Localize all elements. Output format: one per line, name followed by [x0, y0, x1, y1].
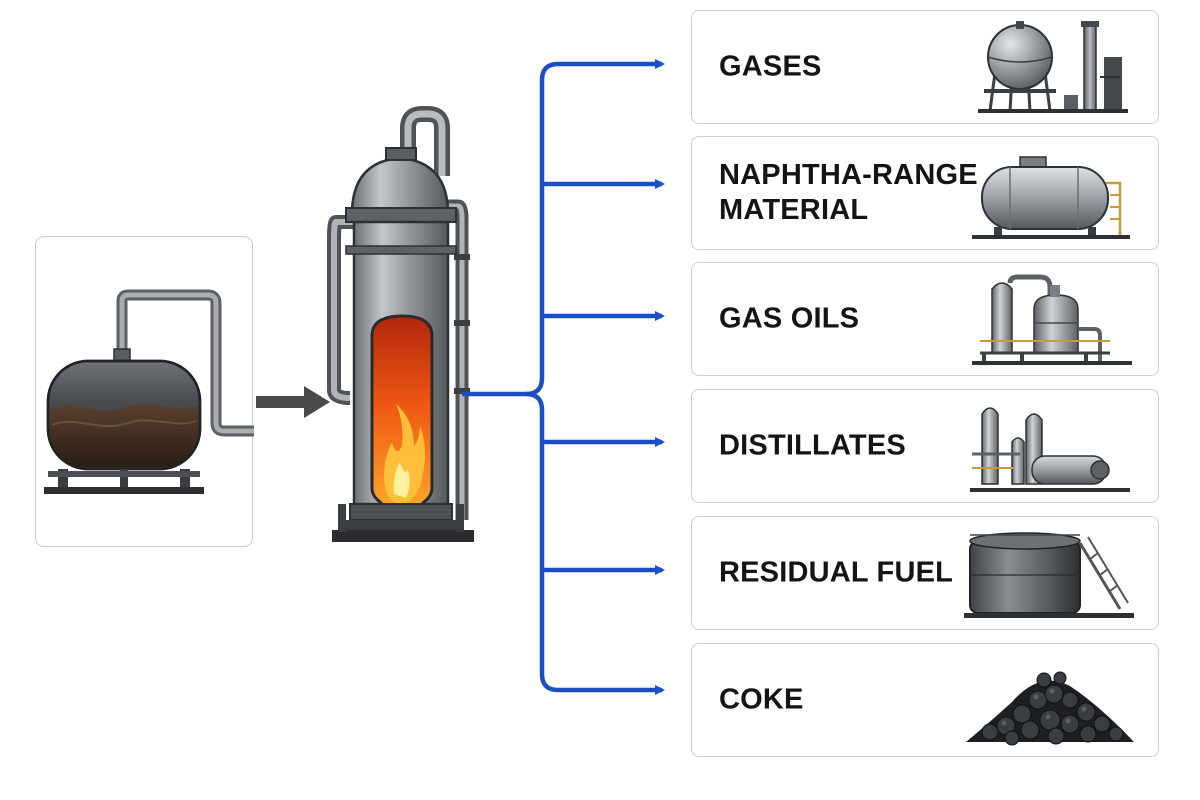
product-box-gas-oils: GAS OILS: [691, 262, 1159, 376]
crude-oil-tank-icon: [44, 289, 254, 494]
feed-tank-box: [35, 236, 254, 547]
product-box-coke: COKE: [691, 643, 1159, 757]
product-box-residual-fuel: RESIDUAL FUEL: [691, 516, 1159, 630]
twin-column-unit-icon: [972, 274, 1132, 365]
product-label-gas-oils: GAS OILS: [719, 302, 860, 335]
feed-arrow: [256, 386, 330, 418]
coker-drum-icon: [327, 106, 474, 542]
product-distribution-arrows: [462, 59, 665, 695]
storage-tank-icon: [964, 532, 1134, 618]
product-box-naphtha-range-material: NAPHTHA-RANGE MATERIAL: [691, 136, 1159, 250]
horizontal-tank-icon: [972, 156, 1130, 239]
coke-pile-icon: [966, 671, 1134, 746]
gas-sphere-tank-icon: [978, 21, 1128, 113]
product-label-naphtha-range-material: NAPHTHA-RANGE MATERIAL: [719, 159, 978, 226]
product-box-distillates: DISTILLATES: [691, 389, 1159, 503]
product-label-residual-fuel: RESIDUAL FUEL: [719, 556, 954, 589]
distillation-unit-icon: [970, 407, 1130, 492]
product-label-distillates: DISTILLATES: [719, 429, 906, 462]
product-label-coke: COKE: [719, 683, 804, 716]
product-box-gases: GASES: [691, 10, 1159, 124]
product-label-gases: GASES: [719, 50, 822, 83]
